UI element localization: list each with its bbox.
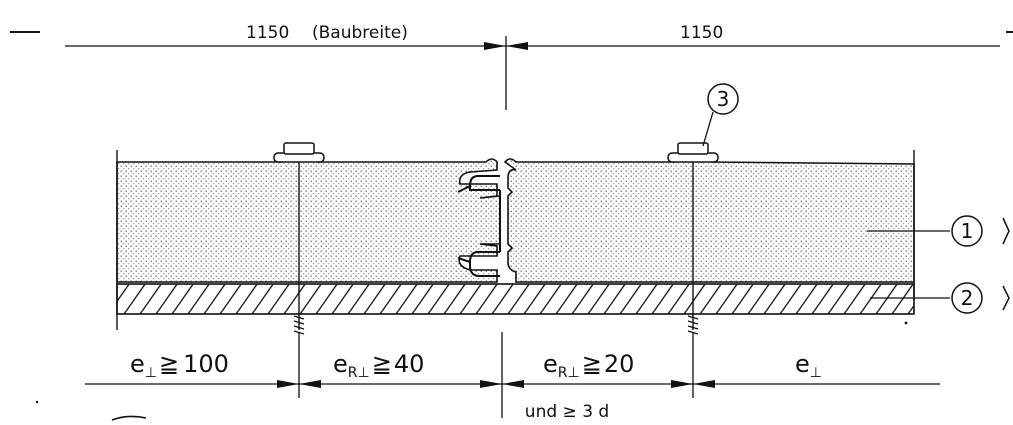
note-text: und ≥ 3 d [525,402,609,422]
top-left-dimension-note: (Baubreite) [312,23,408,43]
screw-left [273,142,325,335]
stray-dot [904,321,908,325]
top-left-dimension-value: 1150 [246,23,289,43]
top-right-dimension-value: 1150 [680,23,723,43]
arrow-left-top [484,42,506,50]
arrow-right-top [506,42,528,50]
callout-2-label: 2 [961,286,974,310]
callout-1 [867,215,1010,247]
stray-mark-bottom [35,400,39,404]
stray-arc-bottom [111,415,147,421]
callout-1-label: 1 [961,219,974,243]
dim-er-perp-min-40: eR⊥≧40 [333,350,424,381]
dim-e-perp: e⊥ [795,350,822,381]
dim-er-perp-min-20: eR⊥≧20 [543,350,634,381]
callout-3 [702,83,739,147]
joint-profile [457,175,501,277]
hatched-base-layer [116,283,915,315]
callout-3-label: 3 [717,87,730,111]
dim-e-perp-min-100: e⊥≧100 [130,350,229,381]
callout-2 [870,282,1010,314]
screw-right [667,142,719,335]
insulation-core-left [116,158,501,283]
bottom-dimension-line [85,332,940,418]
top-dimension-line [65,36,1000,110]
insulation-core-right [503,158,915,283]
